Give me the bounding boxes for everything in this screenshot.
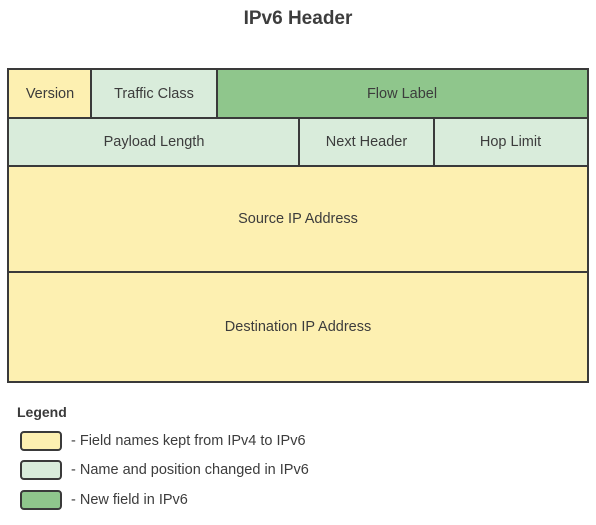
legend-item-changed: - Name and position changed in IPv6 xyxy=(20,458,309,482)
next-header-label: Next Header xyxy=(325,134,408,150)
hop-limit-field: Hop Limit xyxy=(434,118,587,166)
ipv6-header-diagram: Version Traffic Class Flow Label Payload… xyxy=(7,68,589,383)
diagram-title: IPv6 Header xyxy=(243,8,353,29)
payload-length-label: Payload Length xyxy=(103,134,205,150)
column-divider xyxy=(433,118,435,166)
next-header-field: Next Header xyxy=(299,118,434,166)
destination-ip-field: Destination IP Address xyxy=(9,272,587,381)
source-ip-field: Source IP Address xyxy=(9,166,587,272)
row-divider xyxy=(9,165,587,167)
legend-swatch-new xyxy=(20,490,62,510)
flow-label-field: Flow Label xyxy=(217,70,587,118)
traffic-class-field: Traffic Class xyxy=(91,70,217,118)
column-divider xyxy=(298,118,300,166)
column-divider xyxy=(90,70,92,118)
legend-swatch-changed xyxy=(20,460,62,480)
legend-item-kept: - Field names kept from IPv4 to IPv6 xyxy=(20,429,306,453)
version-field: Version xyxy=(9,70,91,118)
flow-label-label: Flow Label xyxy=(366,86,438,102)
destination-ip-label: Destination IP Address xyxy=(224,318,372,335)
column-divider xyxy=(216,70,218,118)
legend-text-new: - New field in IPv6 xyxy=(71,492,188,508)
legend-title: Legend xyxy=(17,404,67,420)
row-divider xyxy=(9,271,587,273)
legend-text-changed: - Name and position changed in IPv6 xyxy=(71,462,309,478)
hop-limit-label: Hop Limit xyxy=(479,134,542,150)
source-ip-label: Source IP Address xyxy=(238,211,358,227)
traffic-class-label: Traffic Class xyxy=(114,86,194,102)
legend-text-kept: - Field names kept from IPv4 to IPv6 xyxy=(71,433,306,449)
legend-item-new: - New field in IPv6 xyxy=(20,488,188,512)
payload-length-field: Payload Length xyxy=(9,118,299,166)
legend-swatch-kept xyxy=(20,431,62,451)
version-label: Version xyxy=(25,86,75,102)
